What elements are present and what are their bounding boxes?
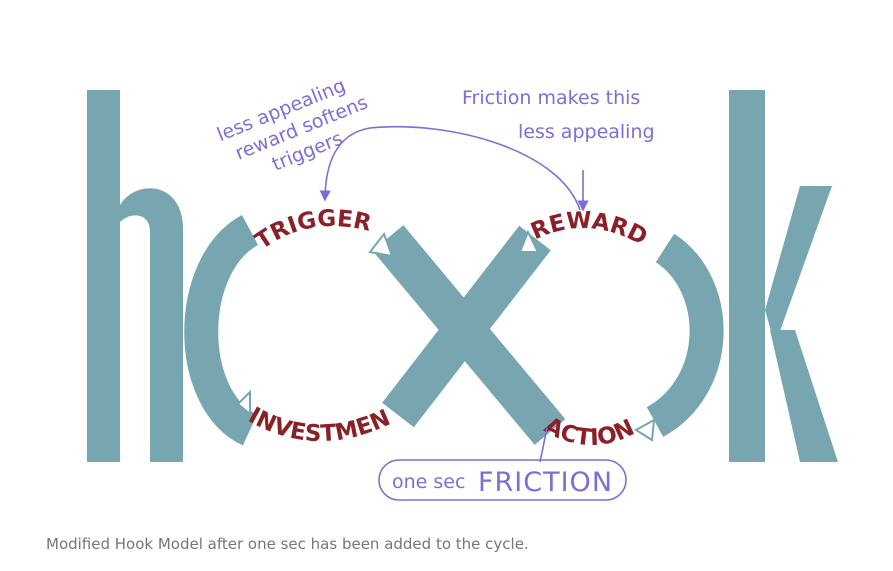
friction-pointer-line (539, 427, 548, 463)
reward-to-trigger-arrow (319, 125, 581, 211)
letter-h (87, 90, 183, 462)
h-stem (87, 90, 120, 462)
figure-caption: Modified Hook Model after one sec has be… (46, 535, 529, 553)
reward-arrow-icon (518, 229, 540, 253)
left-note: less appealing reward softens triggers (214, 75, 371, 176)
k-upper-arm (765, 186, 832, 345)
investment-arrow-icon (236, 389, 251, 417)
friction-small-text: one sec (392, 471, 465, 493)
right-loop-arc (645, 233, 724, 437)
k-lower-leg (770, 330, 838, 462)
right-note-line-2: less appealing (518, 121, 655, 143)
cross-band-up (382, 225, 551, 428)
trigger-arrow-icon (368, 231, 394, 258)
letter-k (729, 90, 838, 462)
friction-bubble (378, 459, 627, 501)
label-action: ACTION (540, 413, 638, 452)
left-loop-arc (184, 215, 260, 446)
label-trigger: TRIGGER (251, 206, 374, 255)
k-stem (729, 90, 765, 462)
action-arrow-icon (634, 418, 656, 442)
friction-big-text: FRICTION (478, 467, 613, 498)
h-shoulder (120, 188, 183, 462)
right-note-line-1: Friction makes this (462, 87, 640, 109)
label-reward: REWARD (527, 208, 651, 251)
